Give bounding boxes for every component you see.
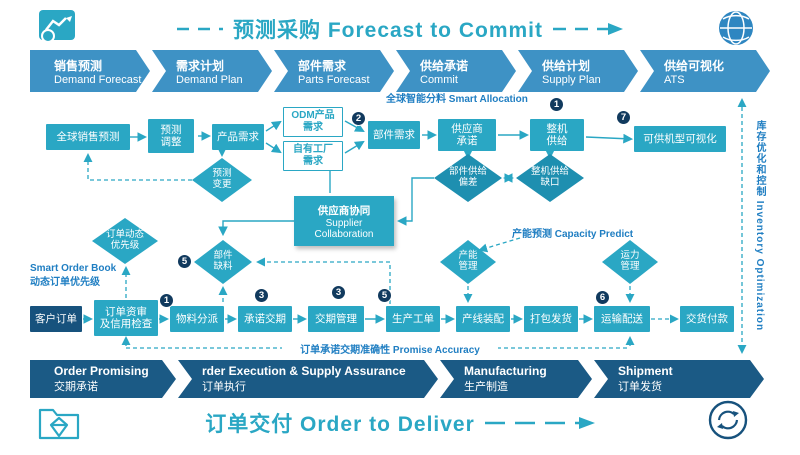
header-arrow-right bbox=[553, 23, 624, 35]
node-promise-date: 承诺交期 bbox=[238, 306, 292, 332]
chevron-zh: 订单发货 bbox=[618, 381, 662, 393]
chevron-en: Commit bbox=[420, 73, 458, 86]
chevron-manufacturing: Manufacturing 生产制造 bbox=[440, 360, 592, 398]
chevron-zh: 订单执行 bbox=[202, 381, 246, 393]
chevron-supply-plan: 供给计划 Supply Plan bbox=[518, 50, 638, 92]
chevron-zh: 需求计划 bbox=[176, 58, 225, 73]
chevron-en: Order Promising bbox=[54, 364, 149, 378]
chevron-zh: 部件需求 bbox=[298, 58, 347, 73]
node-label: 订单资审及信用检查 bbox=[100, 306, 153, 331]
node-label: 运力管理 bbox=[620, 250, 640, 272]
step-badge-3: 3 bbox=[254, 288, 269, 303]
smart-allocation-label: 全球智能分料 Smart Allocation bbox=[386, 94, 528, 105]
node-supplier-commit: 供应商承诺 bbox=[438, 119, 496, 151]
footer-arrow-right bbox=[484, 417, 595, 429]
label-line: 及信用检查 bbox=[99, 318, 153, 330]
step-badge-1: 1 bbox=[159, 293, 174, 308]
inventory-optimization-label: 库存优化和控制 Inventory Optimization bbox=[754, 120, 765, 332]
chevron-shipment: Shipment 订单发货 bbox=[594, 360, 764, 398]
node-assembly: 产线装配 bbox=[456, 306, 510, 332]
footer-banner: 订单交付 Order to Deliver bbox=[0, 408, 800, 438]
node-label: Collaboration bbox=[314, 228, 374, 240]
node-product-demand: 产品需求 bbox=[212, 124, 264, 150]
chevron-zh: 销售预测 bbox=[54, 58, 103, 73]
node-delivery-payment: 交货付款 bbox=[680, 306, 734, 332]
node-model-visibility: 可供机型可视化 bbox=[634, 126, 726, 152]
node-label: Supplier bbox=[325, 217, 363, 229]
chevron-zh: 供给计划 bbox=[542, 58, 591, 73]
node-material-dispatch: 物料分派 bbox=[170, 306, 224, 332]
capacity-predict-label: 产能预测 Capacity Predict bbox=[512, 229, 634, 240]
step-badge-3: 3 bbox=[331, 285, 346, 300]
node-label: 部件缺料 bbox=[213, 250, 233, 272]
node-odm-demand: ODM产品需求 bbox=[283, 107, 343, 137]
chevron-zh: 供给可视化 bbox=[664, 58, 725, 73]
chevron-en: ATS bbox=[664, 73, 685, 86]
node-label: 自有工厂需求 bbox=[293, 144, 333, 167]
chevron-commit: 供给承诺 Commit bbox=[396, 50, 516, 92]
chevron-ats: 供给可视化 ATS bbox=[640, 50, 770, 92]
label-line: 订单资审 bbox=[105, 305, 147, 318]
step-badge-5: 5 bbox=[377, 288, 392, 303]
node-global-sales-forecast: 全球销售预测 bbox=[46, 124, 130, 150]
node-credit-check: 订单资审及信用检查 bbox=[94, 300, 158, 336]
chevron-zh: 交期承诺 bbox=[54, 381, 98, 393]
chevron-en: Demand Plan bbox=[176, 73, 243, 86]
step-badge-1: 1 bbox=[549, 97, 564, 112]
header-banner: 预测采购 Forecast to Commit bbox=[0, 14, 800, 44]
chevron-en: Shipment bbox=[618, 364, 673, 378]
header-dash-left bbox=[176, 27, 223, 31]
chevron-en: Supply Plan bbox=[542, 73, 601, 86]
step-badge-6: 6 bbox=[595, 290, 610, 305]
node-forecast-adjust: 预测调整 bbox=[148, 119, 194, 153]
chart-document-icon bbox=[36, 8, 80, 51]
node-customer-order: 客户订单 bbox=[30, 306, 82, 332]
promise-accuracy-label: 订单承诺交期准确性 Promise Accuracy bbox=[282, 341, 498, 356]
step-badge-2: 2 bbox=[351, 111, 366, 126]
delivery-cycle-icon bbox=[706, 398, 750, 447]
node-label: 供应商协同 bbox=[317, 204, 371, 217]
chevron-demand-forecast: 销售预测 Demand Forecast bbox=[30, 50, 150, 92]
node-label: 部件供给偏差 bbox=[448, 166, 487, 188]
chevron-order-execution: rder Execution & Supply Assurance 订单执行 bbox=[178, 360, 438, 398]
step-badge-7: 7 bbox=[616, 110, 631, 125]
chevron-en: rder Execution & Supply Assurance bbox=[202, 364, 406, 378]
chevron-order-promising: Order Promising 交期承诺 bbox=[30, 360, 176, 398]
chevron-en: Manufacturing bbox=[464, 364, 547, 378]
chevron-parts-forecast: 部件需求 Parts Forecast bbox=[274, 50, 394, 92]
node-label: ODM产品需求 bbox=[291, 110, 335, 133]
node-label: 订单动态优先级 bbox=[105, 229, 144, 251]
chevron-demand-plan: 需求计划 Demand Plan bbox=[152, 50, 272, 92]
chevron-zh: 生产制造 bbox=[464, 381, 508, 393]
smart-order-book-label: Smart Order Book 动态订单优先级 bbox=[30, 262, 116, 289]
node-own-factory-demand: 自有工厂需求 bbox=[283, 141, 343, 171]
chevron-zh: 供给承诺 bbox=[420, 58, 469, 73]
node-work-order: 生产工单 bbox=[386, 306, 440, 332]
chevron-en: Parts Forecast bbox=[298, 73, 370, 86]
globe-icon bbox=[716, 8, 756, 53]
node-label: 整机供给缺口 bbox=[530, 166, 569, 188]
label-line: Smart Order Book bbox=[30, 263, 117, 274]
step-badge-5: 5 bbox=[177, 254, 192, 269]
node-delivery-management: 交期管理 bbox=[308, 306, 364, 332]
node-parts-demand: 部件需求 bbox=[368, 121, 420, 149]
node-machine-supply: 整机供给 bbox=[530, 119, 584, 151]
node-supplier-collaboration: 供应商协同 Supplier Collaboration bbox=[294, 196, 394, 246]
folder-gem-icon bbox=[36, 402, 82, 447]
footer-title: 订单交付 Order to Deliver bbox=[205, 413, 475, 436]
node-transport-delivery: 运输配送 bbox=[594, 306, 650, 332]
label-line: 动态订单优先级 bbox=[30, 276, 100, 288]
node-label: 预测调整 bbox=[160, 123, 182, 148]
page-title: 预测采购 Forecast to Commit bbox=[232, 19, 544, 42]
node-label: 整机供给 bbox=[546, 122, 568, 147]
node-label: 预测变更 bbox=[212, 168, 232, 190]
node-packing: 打包发货 bbox=[524, 306, 578, 332]
chevron-en: Demand Forecast bbox=[54, 73, 142, 86]
node-label: 供应商承诺 bbox=[451, 122, 483, 147]
node-label: 产能管理 bbox=[458, 250, 478, 272]
